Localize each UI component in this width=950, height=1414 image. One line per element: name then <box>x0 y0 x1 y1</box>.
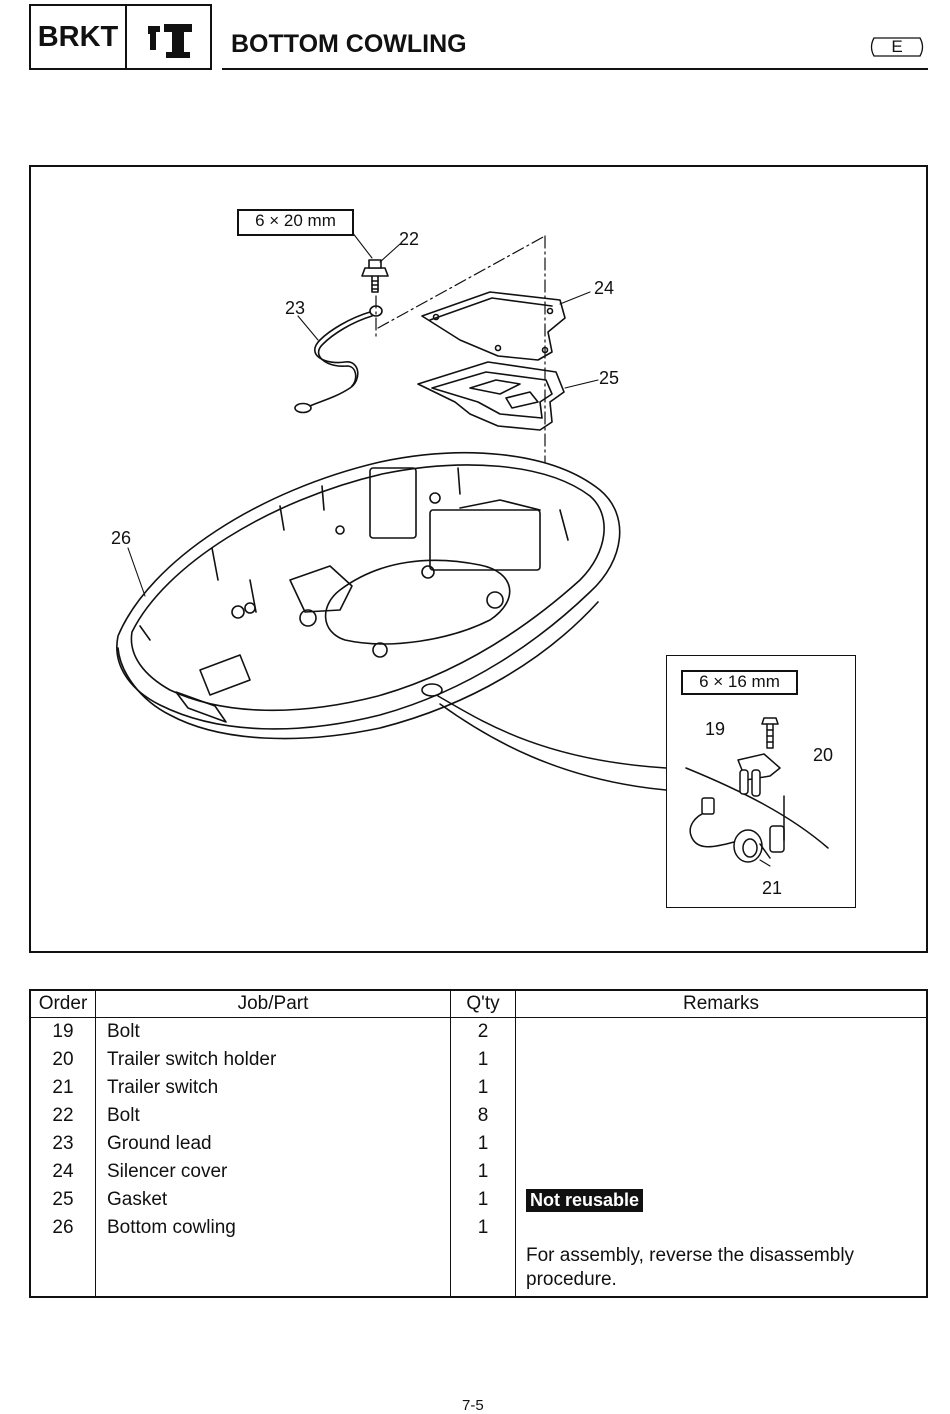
remark-cell <box>515 1130 928 1158</box>
qty-cell: 1 <box>450 1214 516 1242</box>
remark-cell <box>515 1102 928 1130</box>
silencer-cover-24-icon <box>421 291 566 361</box>
cowling-edge-line <box>685 767 829 849</box>
order-cell: 26 <box>29 1214 96 1242</box>
table-row: 19 Bolt 2 <box>29 1017 928 1046</box>
col-order-header: Order <box>29 989 96 1018</box>
section-code: BRKT <box>31 6 127 68</box>
remark-cell <box>515 1046 928 1074</box>
page-title: BOTTOM COWLING <box>231 30 467 58</box>
trailer-switch-21-icon <box>689 795 785 863</box>
language-oval-icon <box>870 37 924 57</box>
qty-cell: 1 <box>450 1046 516 1074</box>
remark-cell <box>515 1214 928 1242</box>
table-row: 21 Trailer switch 1 <box>29 1074 928 1102</box>
order-cell: 23 <box>29 1130 96 1158</box>
table-row-note: For assembly, reverse the disassembly pr… <box>29 1242 928 1298</box>
order-cell: 19 <box>29 1017 96 1046</box>
part-cell: Silencer cover <box>95 1158 451 1186</box>
bracket-icon <box>127 6 210 68</box>
part-cell: Ground lead <box>95 1130 451 1158</box>
remark-cell <box>515 1074 928 1102</box>
table-row: 23 Ground lead 1 <box>29 1130 928 1158</box>
callout-26: 26 <box>111 528 132 548</box>
part-cell: Bolt <box>95 1102 451 1130</box>
order-cell: 24 <box>29 1158 96 1186</box>
col-remarks-header: Remarks <box>515 989 928 1018</box>
assembly-note: For assembly, reverse the disassembly pr… <box>526 1245 855 1290</box>
callout-20: 20 <box>813 745 834 765</box>
part-cell: Gasket <box>95 1186 451 1214</box>
part-cell: Bottom cowling <box>95 1214 451 1242</box>
bolt-19-icon <box>761 717 779 749</box>
trailer-switch-detail-inset <box>666 655 856 908</box>
part-cell: Bolt <box>95 1017 451 1046</box>
bolt-size-label-detail: 6 × 16 mm <box>681 670 798 695</box>
callout-21: 21 <box>762 878 783 898</box>
table-row: 20 Trailer switch holder 1 <box>29 1046 928 1074</box>
order-cell: 21 <box>29 1074 96 1102</box>
callout-25: 25 <box>599 368 620 388</box>
callout-24: 24 <box>594 278 615 298</box>
part-cell: Trailer switch holder <box>95 1046 451 1074</box>
qty-cell: 1 <box>450 1074 516 1102</box>
bottom-cowling-26-icon <box>116 452 621 740</box>
callout-19: 19 <box>705 719 726 739</box>
callout-22: 22 <box>399 229 420 249</box>
page-number: 7-5 <box>462 1397 484 1414</box>
qty-cell: 1 <box>450 1130 516 1158</box>
remark-cell <box>515 1017 928 1046</box>
qty-cell: 1 <box>450 1186 516 1214</box>
col-part-header: Job/Part <box>95 989 451 1018</box>
table-row: 26 Bottom cowling 1 <box>29 1214 928 1242</box>
parts-table: Order Job/Part Q'ty Remarks 19 Bolt 2 20… <box>29 989 928 1298</box>
remark-cell: Not reusable <box>515 1186 928 1214</box>
table-row: 25 Gasket 1 Not reusable <box>29 1186 928 1214</box>
table-row: 24 Silencer cover 1 <box>29 1158 928 1186</box>
part-cell: Trailer switch <box>95 1074 451 1102</box>
qty-cell: 8 <box>450 1102 516 1130</box>
callout-23: 23 <box>285 298 306 318</box>
table-row: 22 Bolt 8 <box>29 1102 928 1130</box>
gasket-25-icon <box>417 361 565 431</box>
section-badge: BRKT <box>29 4 212 70</box>
trailer-switch-holder-20-icon <box>737 753 781 797</box>
exploded-view-figure <box>29 165 928 953</box>
bolt-22-icon <box>361 259 389 293</box>
remark-cell <box>515 1158 928 1186</box>
col-qty-header: Q'ty <box>450 989 516 1018</box>
qty-cell: 1 <box>450 1158 516 1186</box>
qty-cell: 2 <box>450 1017 516 1046</box>
order-cell: 22 <box>29 1102 96 1130</box>
language-mark: E <box>891 37 903 56</box>
table-header-row: Order Job/Part Q'ty Remarks <box>29 989 928 1018</box>
bolt-size-label-main: 6 × 20 mm <box>237 209 354 236</box>
title-underline <box>222 68 928 70</box>
not-reusable-badge: Not reusable <box>526 1188 644 1212</box>
order-cell: 25 <box>29 1186 96 1214</box>
order-cell: 20 <box>29 1046 96 1074</box>
